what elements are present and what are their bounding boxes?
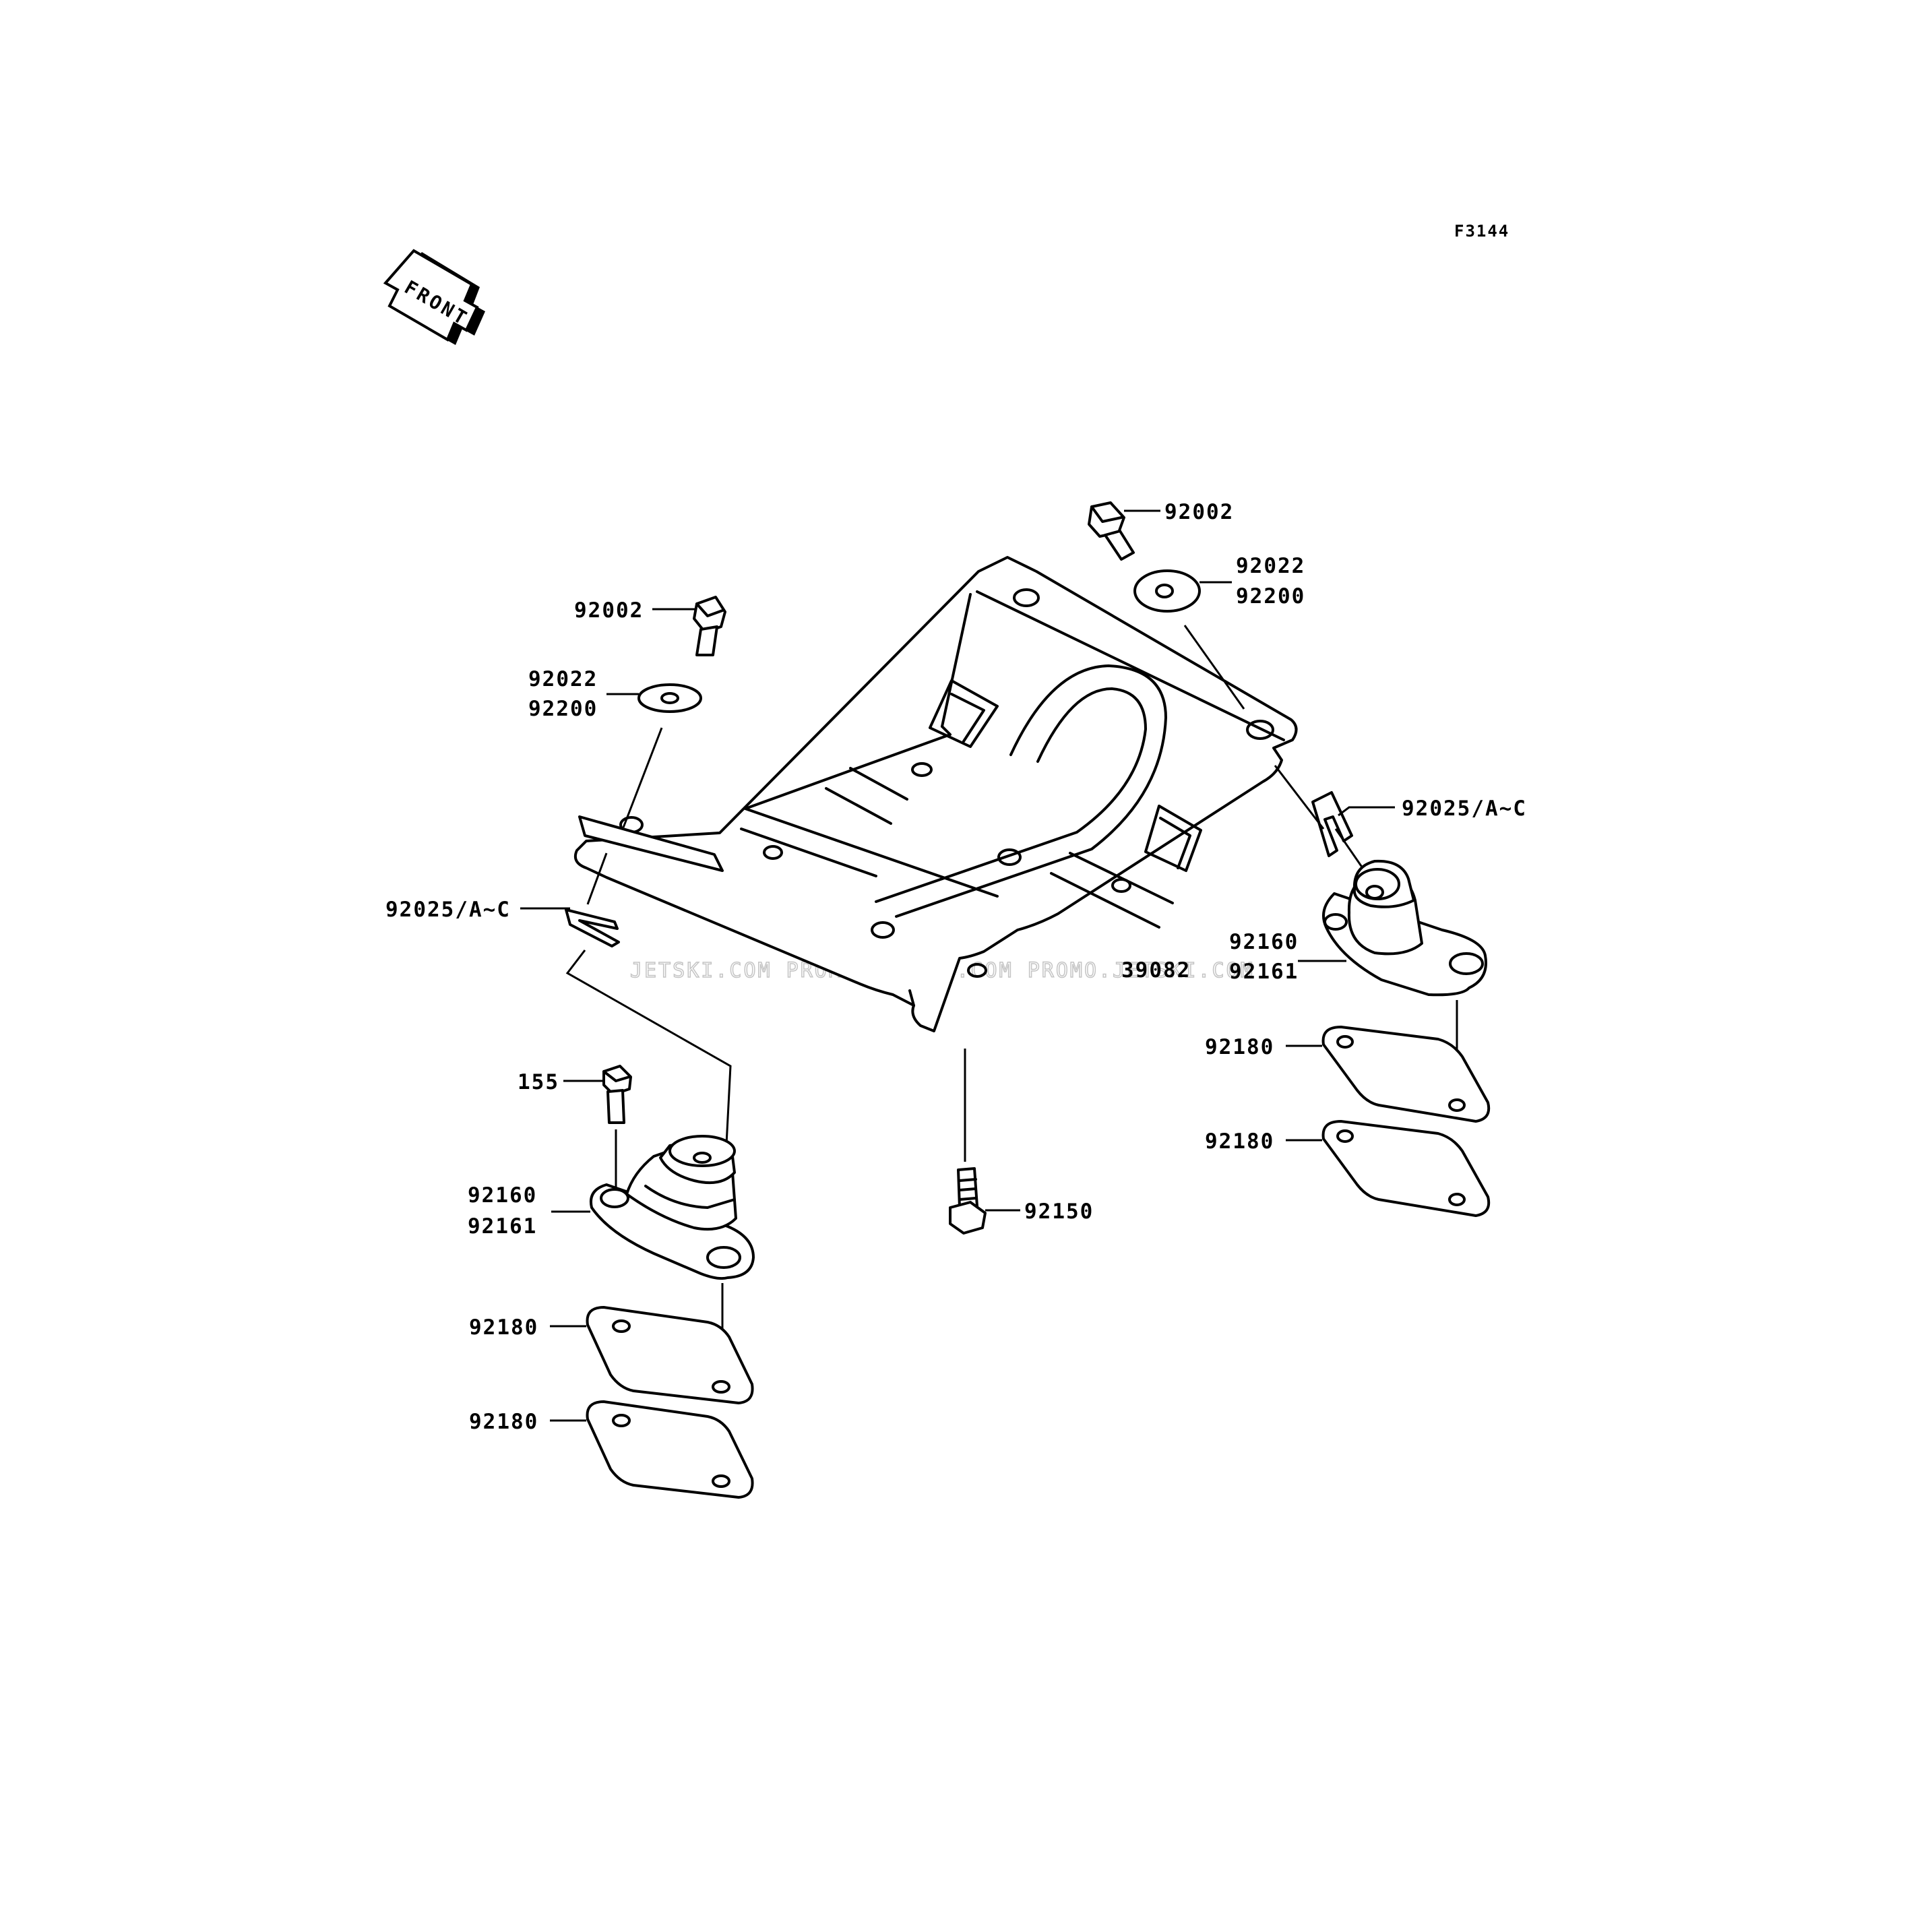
- shim-92025-right[interactable]: [1311, 791, 1353, 857]
- label-shim-right[interactable]: 92025/A~C: [1402, 797, 1527, 821]
- bolt-155[interactable]: [602, 1065, 632, 1124]
- label-mount-left-b[interactable]: 92161: [468, 1214, 537, 1239]
- label-mount-right-a[interactable]: 92160: [1229, 930, 1299, 954]
- spacer-92180-right-1[interactable]: [1321, 1026, 1491, 1123]
- figure-code: F3144: [1454, 222, 1509, 241]
- shim-92025-left[interactable]: [565, 908, 620, 947]
- engine-mount-92160-right[interactable]: [1322, 859, 1487, 997]
- label-spacer-right-2[interactable]: 92180: [1205, 1129, 1274, 1154]
- washer-92022-top-right[interactable]: [1133, 569, 1201, 613]
- washer-92022-top-left[interactable]: [637, 683, 702, 713]
- label-bolt-center[interactable]: 92150: [1024, 1199, 1094, 1224]
- bolt-92150[interactable]: [949, 1167, 987, 1235]
- spacer-92180-left-1[interactable]: [586, 1306, 754, 1404]
- label-bolt-top-right[interactable]: 92002: [1164, 500, 1234, 524]
- spacer-92180-right-2[interactable]: [1321, 1120, 1491, 1217]
- label-shim-left[interactable]: 92025/A~C: [385, 898, 511, 922]
- label-bed-plate[interactable]: 39082: [1121, 958, 1191, 983]
- label-spacer-left-2[interactable]: 92180: [469, 1410, 538, 1434]
- bolt-92002-top-left[interactable]: [693, 596, 726, 656]
- label-washer-top-left-b[interactable]: 92200: [528, 697, 598, 721]
- bolt-92002-top-right[interactable]: [1088, 501, 1135, 561]
- label-washer-top-right-b[interactable]: 92200: [1236, 584, 1305, 609]
- label-bolt-top-left[interactable]: 92002: [574, 598, 644, 623]
- label-bolt-155[interactable]: 155: [518, 1070, 559, 1094]
- label-washer-top-left-a[interactable]: 92022: [528, 667, 598, 691]
- spacer-92180-left-2[interactable]: [586, 1400, 754, 1499]
- bed-plate-39082[interactable]: [573, 556, 1298, 1032]
- engine-mount-92160-left[interactable]: [590, 1135, 755, 1280]
- label-mount-left-a[interactable]: 92160: [468, 1183, 537, 1208]
- label-spacer-left-1[interactable]: 92180: [469, 1315, 538, 1340]
- label-washer-top-right-a[interactable]: 92022: [1236, 554, 1305, 578]
- label-mount-right-b[interactable]: 92161: [1229, 960, 1299, 984]
- label-spacer-right-1[interactable]: 92180: [1205, 1035, 1274, 1059]
- front-arrow-icon: FRONT: [383, 249, 485, 345]
